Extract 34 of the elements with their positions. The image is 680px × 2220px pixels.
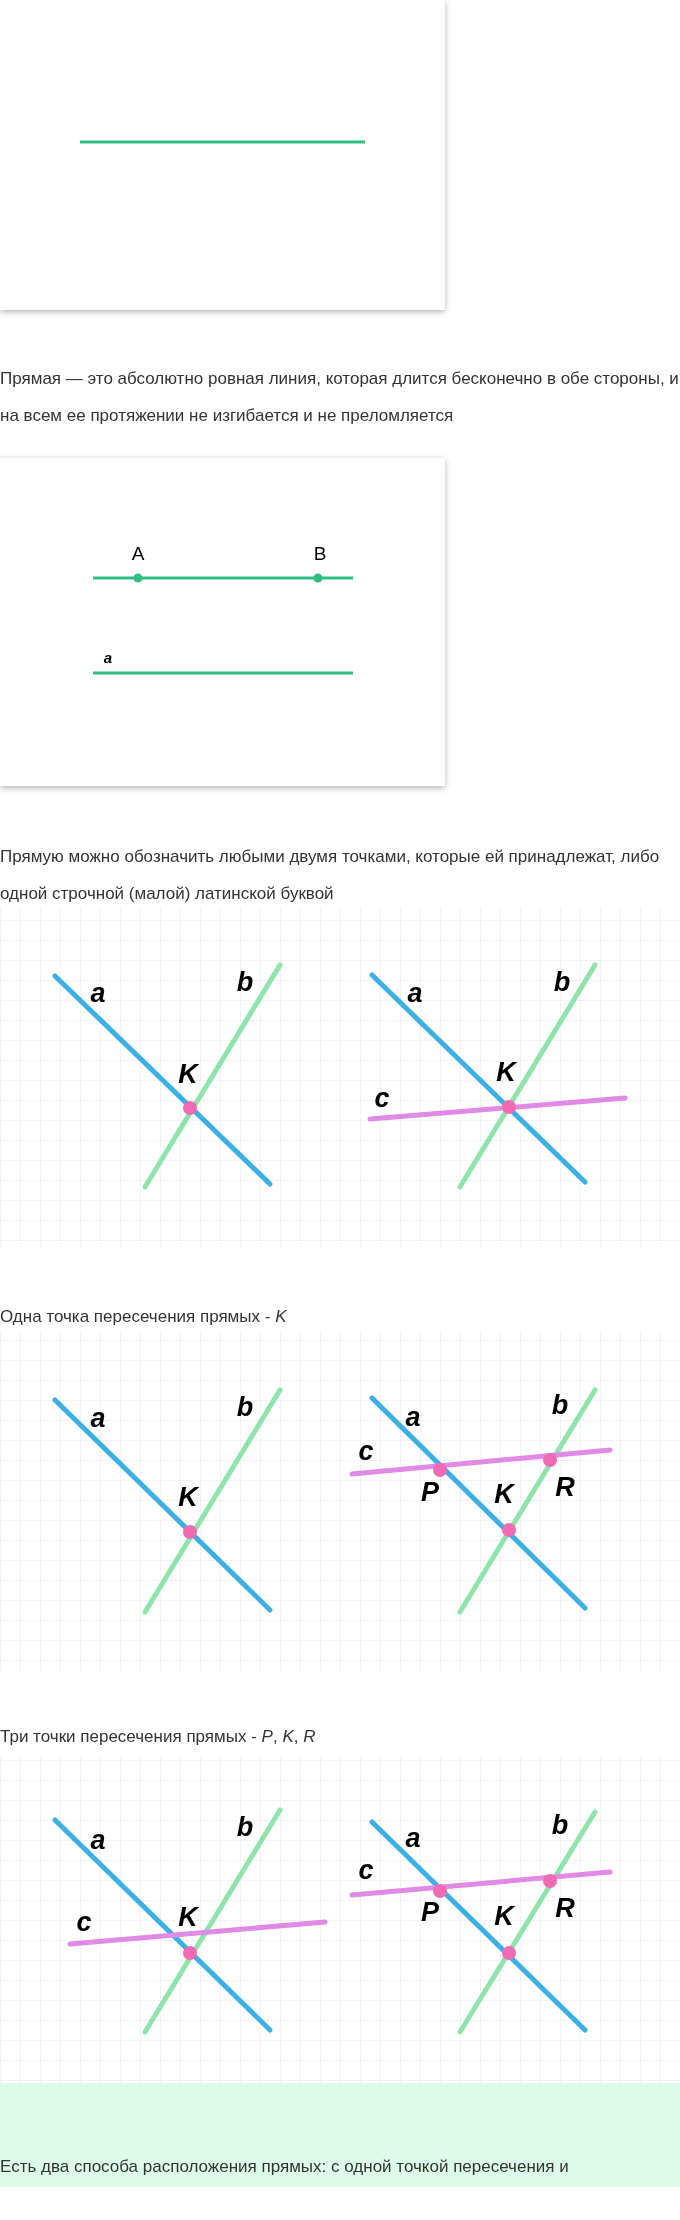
point-label: b xyxy=(551,1811,569,1839)
point-label: P xyxy=(421,1478,439,1506)
paragraph: Прямая — это абсолютно ровная линия, которая длится бесконечно в обе стороны, и на всем ее протяжении не изгибается и не преломляется xyxy=(0,368,680,427)
point-label: a xyxy=(405,1403,421,1431)
point-label: B xyxy=(313,543,327,563)
point-label: b xyxy=(551,1391,569,1419)
point-label: a xyxy=(90,979,106,1007)
point-label: a xyxy=(407,979,423,1007)
point-label: c xyxy=(76,1908,92,1936)
point-label: a xyxy=(103,649,113,665)
point-label: K xyxy=(494,1480,514,1508)
point-label: A xyxy=(131,543,145,563)
point-label: c xyxy=(374,1084,390,1112)
point-label: b xyxy=(236,968,254,996)
point-label: a xyxy=(405,1824,421,1852)
point-label: b xyxy=(236,1813,254,1841)
point-label: c xyxy=(358,1437,374,1465)
point-label: K xyxy=(496,1058,516,1086)
point-label: K xyxy=(178,1060,198,1088)
point-label: P xyxy=(421,1898,439,1926)
point-label: R xyxy=(555,1473,575,1501)
paragraph: Прямую можно обозначить любыми двумя точками, которые ей принадлежат, либо одной строчной (малой) латинской буквой xyxy=(0,846,661,905)
point-label: a xyxy=(90,1826,106,1854)
point-label: b xyxy=(236,1393,254,1421)
point-label: a xyxy=(90,1404,106,1432)
point-label: R xyxy=(555,1894,575,1922)
point-label: c xyxy=(358,1856,374,1884)
point-label: K xyxy=(178,1903,198,1931)
point-label: K xyxy=(494,1902,514,1930)
point-label: K xyxy=(178,1483,198,1511)
point-label: b xyxy=(553,968,571,996)
paragraph: Одна точка пересечения прямых - K xyxy=(0,1306,288,1328)
paragraph: Есть два способа расположения прямых: с одной точкой пересечения и xyxy=(0,2156,570,2178)
paragraph: Три точки пересечения прямых - P, K, R xyxy=(0,1726,317,1748)
